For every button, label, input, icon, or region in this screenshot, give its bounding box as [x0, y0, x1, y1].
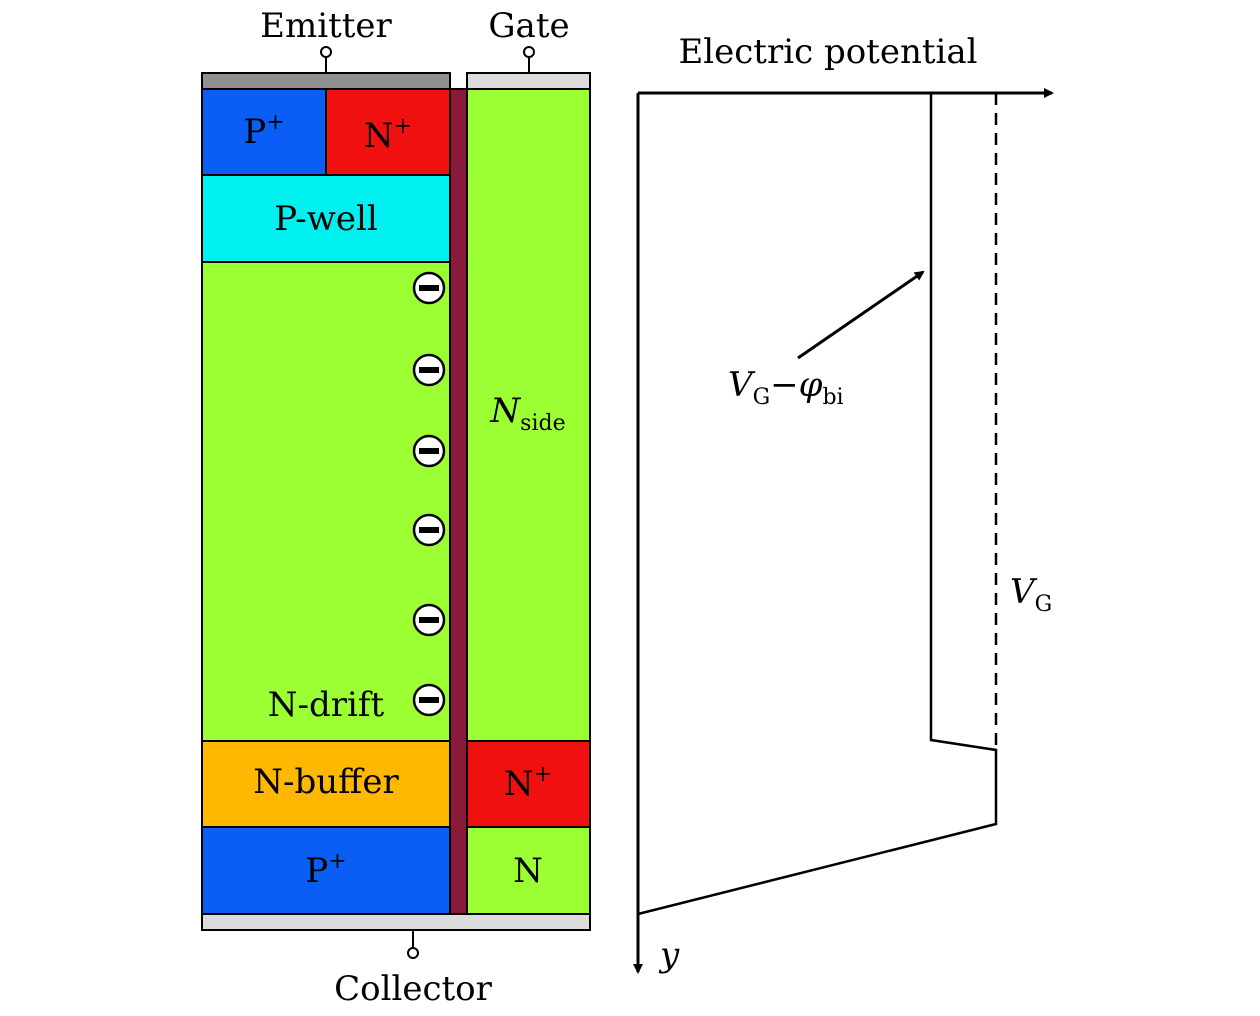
- collector-label: Collector: [334, 969, 493, 1009]
- electron-charge: [412, 513, 446, 547]
- n-buffer-region: [201, 740, 451, 828]
- vg-minus-phi-label: VG−φbi: [728, 365, 844, 410]
- potential-plot: Electric potential y VG−φbi VG: [633, 32, 1054, 975]
- n-drift-region: [201, 261, 451, 742]
- electron-charge: [412, 603, 446, 637]
- n-buffer-label: N-buffer: [253, 762, 399, 802]
- n-plus-side-label: N+: [504, 762, 552, 804]
- n-plus-top-region: [325, 88, 451, 176]
- p-well-region: [201, 174, 451, 263]
- gate-metal: [466, 72, 591, 90]
- vg-label: VG: [1010, 572, 1052, 617]
- n-side-label: Nside: [489, 391, 565, 436]
- electron-charge: [412, 683, 446, 717]
- emitter-terminal: [320, 46, 332, 73]
- p-plus-top-label: P+: [243, 110, 284, 152]
- collector-metal: [201, 913, 591, 931]
- gate-terminal: [523, 46, 535, 73]
- p-well-label: P-well: [274, 199, 377, 239]
- gate-oxide: [449, 88, 468, 915]
- n-plus-top-label: N+: [364, 114, 412, 156]
- annotation-arrow: [797, 270, 925, 360]
- p-plus-bottom-label: P+: [305, 849, 346, 891]
- electron-charge: [412, 353, 446, 387]
- electron-charge: [412, 271, 446, 305]
- collector-terminal: [407, 930, 419, 959]
- device-cross-section: Emitter Gate Collec: [201, 6, 591, 1009]
- n-side-region: [466, 88, 591, 742]
- gate-label: Gate: [488, 6, 569, 46]
- emitter-metal: [201, 72, 451, 90]
- emitter-label: Emitter: [260, 6, 392, 46]
- p-plus-top-region: [201, 88, 327, 176]
- n-plus-side-region: [466, 740, 591, 828]
- potential-title: Electric potential: [678, 32, 977, 72]
- potential-curve: [637, 93, 998, 916]
- n-drift-label: N-drift: [268, 685, 385, 725]
- n-side-bottom-label: N: [513, 851, 543, 891]
- y-axis-label: y: [658, 935, 680, 975]
- electron-charge: [412, 434, 446, 468]
- electron-charges: [412, 271, 446, 717]
